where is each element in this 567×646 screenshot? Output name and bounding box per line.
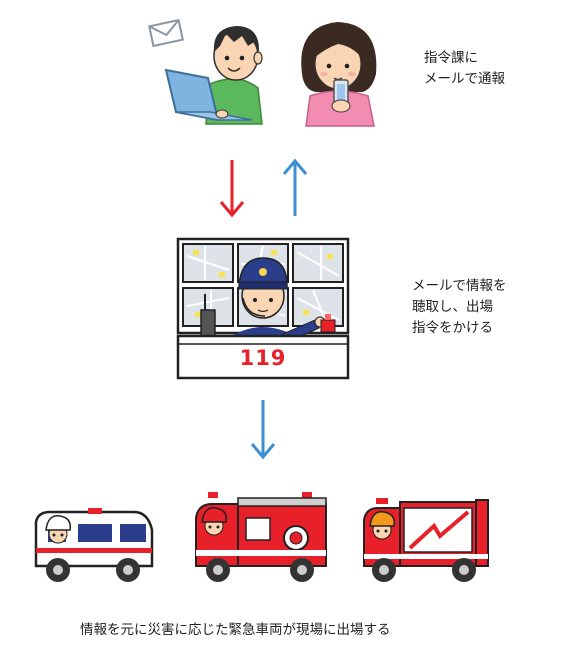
step3-caption: 情報を元に災害に応じた緊急車両が現場に出場する (80, 622, 391, 638)
step2-caption: メールで情報を 聴取し、出場 指令をかける (412, 276, 507, 339)
mail-icon (148, 18, 184, 48)
step1-caption-line1: 指令課に (424, 50, 478, 66)
rescue-truck-illustration (360, 492, 492, 588)
step2-caption-line2: 聴取し、出場 (412, 299, 493, 315)
step2-caption-line1: メールで情報を (412, 278, 507, 294)
console-119-label: 119 (239, 346, 287, 370)
reply-arrow-up-blue (281, 158, 309, 218)
woman-smartphone-illustration (292, 14, 388, 129)
step1-caption-line2: メールで通報 (424, 71, 505, 87)
dispatch-arrow-down-blue (249, 398, 277, 460)
fire-engine-illustration (192, 490, 330, 588)
step2-caption-line3: 指令をかける (412, 320, 493, 336)
ambulance-illustration (30, 500, 156, 588)
dispatch-console-illustration (175, 236, 351, 382)
report-arrow-down-red (218, 158, 246, 218)
step1-caption: 指令課に メールで通報 (424, 48, 505, 90)
person-laptop-illustration (160, 12, 270, 127)
